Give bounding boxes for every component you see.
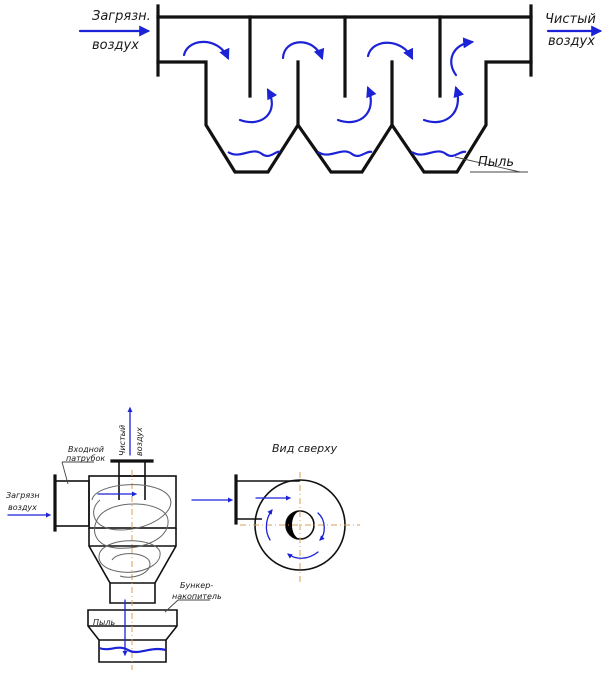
dust-label: Пыль [478,155,514,170]
outlet-label-line2: воздух [548,34,595,49]
swirl-lines [91,484,172,578]
inlet-label-line1: Загрязн. [92,9,151,24]
cyclone-side-view: Входной патрубок Чистый воздух Загрязн в… [6,406,222,670]
hopper-label-line2: накопитель [172,592,222,601]
hopper [87,609,178,663]
inlet-air-label-line1: Загрязн [6,491,40,500]
bottom-outline [156,60,533,174]
cyclone-dust-label: Пыль [93,618,115,627]
inlet-label-line2: воздух [92,38,139,53]
dust-layers [227,150,467,158]
multi-chamber-separator: Загрязн. воздух Чистый воздух Пыль [78,4,603,174]
top-view-label: Вид сверху [272,442,338,455]
rotation-arrow-right [317,512,325,541]
hopper-leader [164,599,179,613]
rotation-arrow-bottom [287,551,319,559]
inlet-pipe-leader [61,461,69,485]
inlet-pipe-label-line2: патрубок [66,454,105,463]
inlet-pipe-label-line1: Входной [68,445,104,454]
dust-leader [454,156,521,173]
inlet-pipe [54,480,90,527]
hopper-dust [98,646,167,654]
rotation-arrow-left [265,509,273,541]
flow-swirls [182,37,475,124]
cyclone-top-view: Вид сверху [191,442,360,582]
clean-air-label-line2: воздух [135,427,144,456]
inlet-air-label-line2: воздух [8,503,37,512]
outlet-label-line1: Чистый [545,12,596,27]
hopper-label-line1: Бункер- [180,581,213,590]
clean-air-label-line1: Чистый [118,425,127,456]
